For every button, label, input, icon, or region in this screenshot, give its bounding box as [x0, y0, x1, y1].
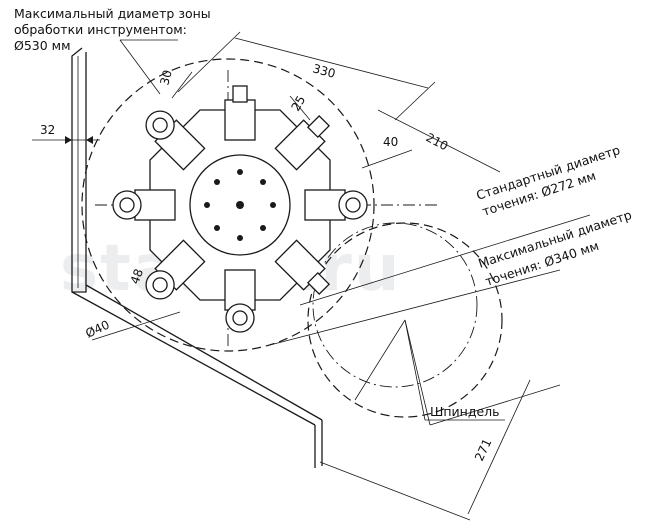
max-tool-zone-circle	[81, 58, 375, 352]
dim-330-label: 330	[311, 61, 337, 80]
turret-body	[112, 85, 368, 333]
label-max-tool-zone: Максимальный диаметр зоны обработки инст…	[14, 6, 211, 95]
dimension-25: 25	[288, 93, 311, 121]
dim-32-label: 32	[40, 123, 55, 137]
dim-210-label: 210	[424, 130, 451, 153]
dimension-330: 330	[177, 31, 436, 121]
machine-frame	[71, 47, 323, 468]
label-spindle: Шпиндель	[404, 319, 505, 421]
svg-text:обработки инструментом:: обработки инструментом:	[14, 22, 187, 37]
dimension-48: 48	[128, 267, 146, 286]
dim-271-label: 271	[472, 437, 494, 464]
dim-25-label: 25	[288, 93, 308, 113]
svg-text:Максимальный диаметр зоны: Максимальный диаметр зоны	[14, 6, 211, 21]
svg-text:Шпиндель: Шпиндель	[430, 404, 500, 419]
dimension-32: 32	[32, 123, 100, 144]
label-std-turning-diameter: Стандартный диаметр точения: Ø272 мм	[474, 142, 622, 219]
dim-40-label: 40	[383, 135, 398, 149]
dim-phi40-label: Ø40	[83, 318, 111, 341]
dimension-271: 271	[319, 379, 561, 521]
dimension-30: 30	[157, 68, 193, 99]
std-turning-circle	[312, 222, 478, 388]
max-turning-circle	[307, 222, 503, 418]
dim-30-label: 30	[157, 68, 174, 86]
label-max-turning-diameter: Максимальный диаметр точения: Ø340 мм	[476, 207, 633, 289]
dimension-40: 40	[361, 135, 413, 169]
dim-48-label: 48	[128, 267, 146, 286]
svg-text:Ø530 мм: Ø530 мм	[14, 38, 71, 53]
